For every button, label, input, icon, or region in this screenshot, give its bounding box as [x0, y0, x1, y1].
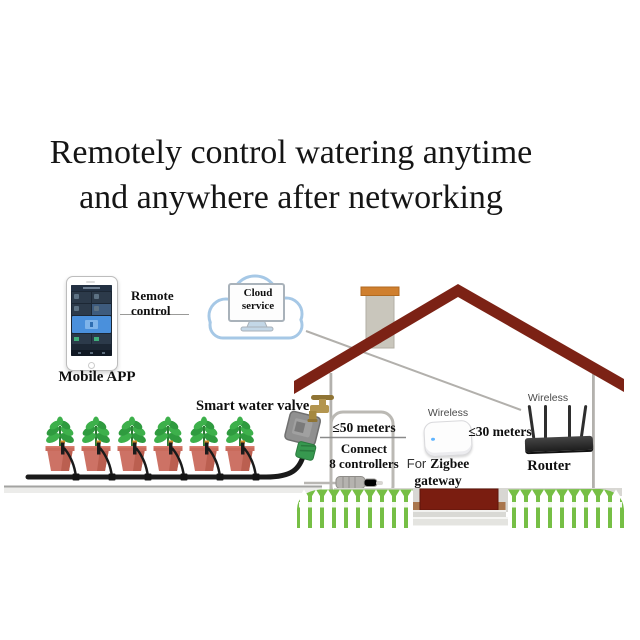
router-antenna	[568, 405, 571, 439]
phone-cloud-link-line	[120, 313, 189, 315]
range-50m-label: ≤50 meters	[332, 420, 396, 435]
ground-ledge	[4, 485, 322, 493]
picket-fence-left	[296, 489, 413, 528]
router-device	[522, 403, 598, 459]
headline-line2: and anywhere after networking	[79, 179, 503, 216]
router-label: Router	[527, 458, 571, 474]
router-antenna	[527, 404, 536, 440]
plant-pot	[151, 415, 185, 472]
plant-pot	[187, 415, 221, 472]
mobile-app-label: Mobile APP	[58, 369, 136, 385]
picket-fence-right	[508, 489, 625, 528]
mobile-phone	[66, 276, 118, 371]
app-tile	[92, 303, 111, 315]
app-tile	[92, 291, 111, 303]
router-antenna	[544, 405, 547, 439]
headline-line1: Remotely control watering anytime	[49, 134, 533, 171]
app-tile	[72, 333, 91, 344]
range-30m-label: ≤30 meters	[468, 424, 532, 439]
steps	[404, 510, 513, 526]
app-tile	[72, 303, 91, 315]
phone-speaker	[86, 280, 95, 283]
router-body	[524, 435, 594, 453]
faucet-icon	[307, 395, 334, 422]
door-post	[498, 502, 506, 511]
cloud-router-link-line	[305, 330, 522, 411]
plant-pot	[43, 415, 77, 472]
gateway-label-type: gateway	[414, 473, 462, 488]
router-antenna	[579, 404, 588, 440]
connect-controllers-label: Connect 8 controllers	[329, 441, 399, 471]
plant-pot	[115, 415, 149, 472]
plant-pot	[223, 415, 257, 472]
gateway-label-name: Zigbee	[430, 456, 470, 471]
gateway-label: For Zigbee gateway	[400, 455, 476, 489]
plant-pot	[79, 415, 113, 472]
app-tile	[72, 291, 91, 303]
headline: Remotely control watering anytime and an…	[0, 130, 582, 220]
wireless-label-gateway: Wireless	[427, 407, 469, 419]
gateway-led	[430, 437, 436, 441]
plant-row	[43, 415, 257, 472]
phone-home-button	[88, 361, 95, 369]
door	[419, 488, 499, 511]
cloud-service-icon	[207, 274, 304, 340]
app-title-bar	[71, 284, 112, 291]
door-post	[412, 502, 420, 511]
remote-control-label: Remote control	[131, 288, 174, 318]
phone-app-screen	[71, 284, 112, 356]
smart-water-valve-label: Smart water valve	[196, 398, 310, 414]
app-nav-bar	[71, 349, 112, 356]
gateway-label-prefix: For	[406, 456, 427, 471]
app-tile	[92, 333, 111, 344]
cable-connector	[304, 476, 383, 489]
cloud-service-label: Cloud service	[241, 287, 275, 312]
smart-water-valve-device	[284, 395, 334, 461]
wireless-label-router: Wireless	[527, 392, 569, 404]
app-featured-card	[72, 315, 111, 333]
roof	[294, 284, 624, 394]
